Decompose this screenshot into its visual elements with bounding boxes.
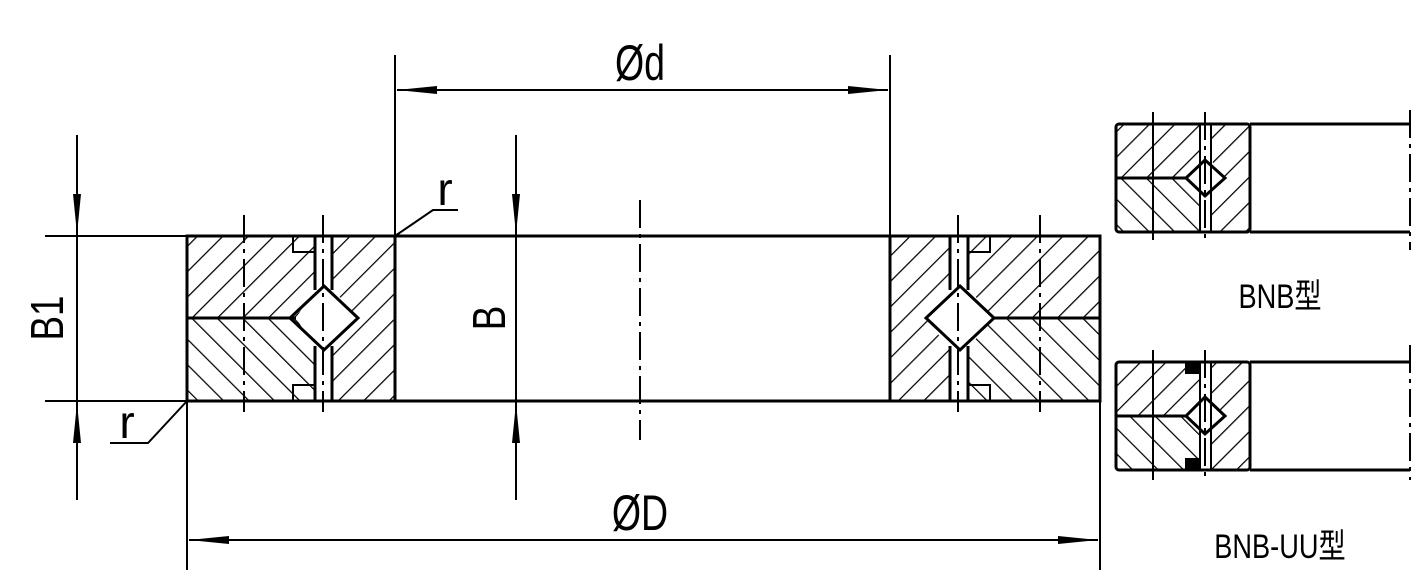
bnb-uu-variant-label: BNB-UU型 bbox=[1214, 527, 1345, 566]
radius-bottom-label: r bbox=[119, 396, 134, 448]
b-label: B bbox=[463, 306, 515, 331]
right-bearing-section bbox=[888, 215, 1102, 412]
dimension-b1: B1 bbox=[21, 135, 81, 500]
bnb-uu-variant-section: BNB-UU型 bbox=[1114, 345, 1411, 566]
seal-top bbox=[292, 235, 316, 253]
inner-diameter-label: Ød bbox=[615, 36, 665, 91]
outer-diameter-label: ØD bbox=[612, 486, 668, 541]
b1-label: B1 bbox=[21, 295, 73, 340]
radius-top: r bbox=[394, 163, 458, 237]
radius-top-label: r bbox=[437, 163, 452, 215]
dimension-outer-diameter: ØD bbox=[186, 401, 1101, 570]
bnb-variant-label: BNB型 bbox=[1238, 277, 1321, 316]
radius-bottom: r bbox=[110, 396, 188, 448]
left-bearing-section bbox=[185, 215, 397, 412]
seal-bottom bbox=[1185, 458, 1200, 470]
seal-bottom bbox=[292, 384, 316, 402]
bnb-variant-section: BNB型 bbox=[1114, 110, 1411, 316]
dimension-inner-diameter: Ød bbox=[394, 36, 891, 236]
dimension-b: B bbox=[463, 135, 520, 500]
seal-top bbox=[1185, 362, 1200, 374]
